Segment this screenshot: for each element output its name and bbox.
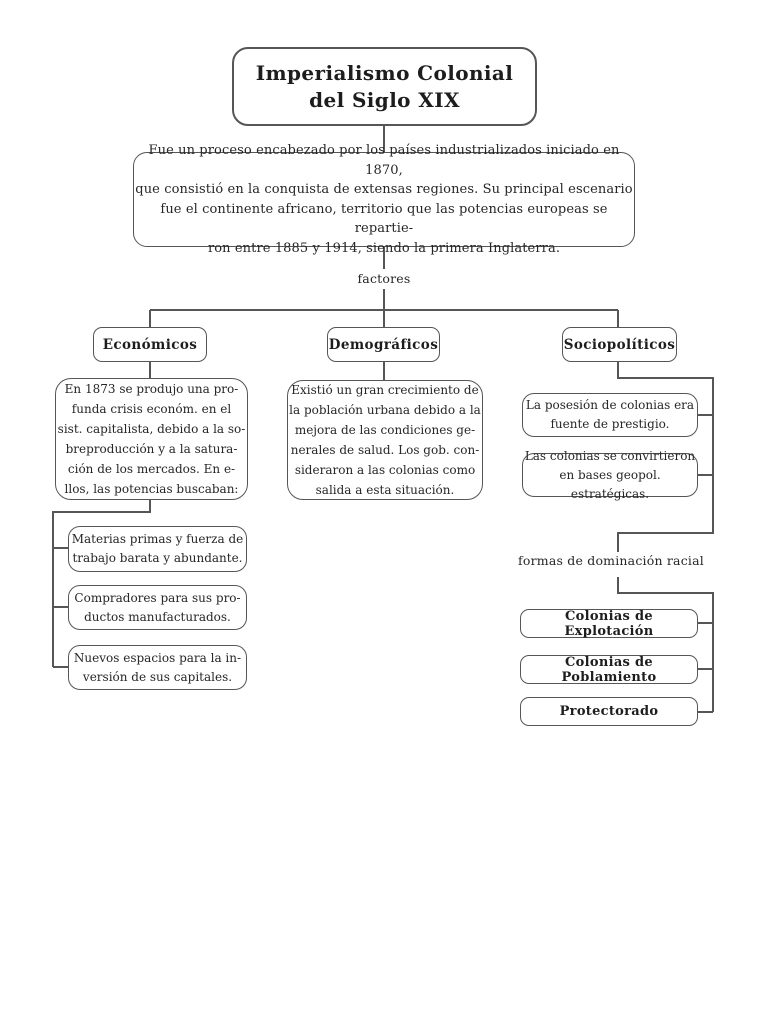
header-sociopoliticos-label: Sociopolíticos bbox=[563, 336, 676, 353]
demograficos-description-box: Existió un gran crecimiento de la poblac… bbox=[287, 380, 483, 500]
header-demograficos: Demográficos bbox=[327, 327, 440, 362]
dominacion-item-1: Colonias de Explotación bbox=[520, 608, 698, 639]
sociopoliticos-item-2: Las colonias se convirtieron en bases ge… bbox=[522, 449, 698, 501]
economicos-item-3-text: Nuevos espacios para la in- versión de s… bbox=[73, 650, 242, 684]
header-sociopoliticos: Sociopolíticos bbox=[562, 327, 677, 362]
dominacion-item-1-text: Colonias de Explotación bbox=[564, 608, 654, 639]
dominacion-label: formas de dominación racial bbox=[518, 553, 704, 568]
sociopoliticos-item-1: La posesión de colonias era fuente de pr… bbox=[522, 393, 698, 437]
economicos-item-1: Materias primas y fuerza de trabajo bara… bbox=[68, 526, 247, 572]
dominacion-item-2-text: Colonias de Poblamiento bbox=[561, 654, 657, 685]
title-box: Imperialismo Colonial del Siglo XIX bbox=[232, 47, 537, 126]
economicos-item-2: Compradores para sus pro- ductos manufac… bbox=[68, 585, 247, 630]
header-demograficos-label: Demográficos bbox=[328, 336, 439, 353]
economicos-item-2-text: Compradores para sus pro- ductos manufac… bbox=[74, 590, 241, 624]
intro-text: Fue un proceso encabezado por los países… bbox=[135, 143, 633, 256]
sociopoliticos-item-2-text: Las colonias se convirtieron en bases ge… bbox=[524, 448, 696, 501]
economicos-description: En 1873 se produjo una pro- funda crisis… bbox=[57, 382, 246, 496]
header-economicos-label: Económicos bbox=[102, 336, 198, 353]
economicos-item-3: Nuevos espacios para la in- versión de s… bbox=[68, 645, 247, 690]
factores-label: factores bbox=[357, 271, 411, 286]
header-economicos: Económicos bbox=[93, 327, 207, 362]
connector-dominacion-chain bbox=[617, 577, 714, 712]
sociopoliticos-item-1-text: La posesión de colonias era fuente de pr… bbox=[525, 398, 695, 431]
dominacion-item-2: Colonias de Poblamiento bbox=[520, 654, 698, 685]
dominacion-item-3-text: Protectorado bbox=[559, 704, 659, 719]
intro-box: Fue un proceso encabezado por los países… bbox=[133, 143, 635, 256]
economicos-description-box: En 1873 se produjo una pro- funda crisis… bbox=[55, 378, 248, 500]
dominacion-item-3: Protectorado bbox=[520, 697, 698, 726]
demograficos-description: Existió un gran crecimiento de la poblac… bbox=[289, 383, 481, 497]
economicos-item-1-text: Materias primas y fuerza de trabajo bara… bbox=[71, 532, 244, 565]
page-title: Imperialismo Colonial del Siglo XIX bbox=[255, 60, 514, 112]
